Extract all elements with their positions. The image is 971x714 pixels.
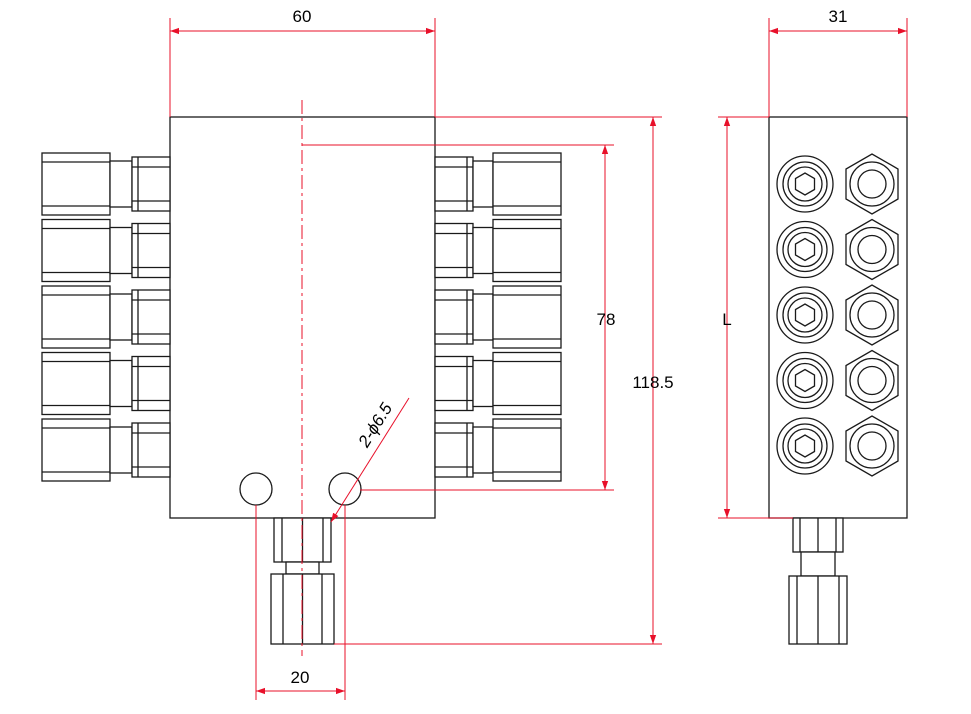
right-fitting-5	[434, 418, 562, 482]
side-port-row-2	[776, 218, 899, 281]
side-port-row-3	[776, 284, 899, 346]
dim-118-label: 118.5	[632, 373, 673, 392]
side-port-row-1	[776, 153, 899, 215]
right-fitting-3	[434, 285, 562, 349]
front-view	[41, 100, 562, 656]
side-port-row-4	[776, 349, 899, 412]
left-fitting-5	[41, 418, 171, 482]
left-fittings	[41, 152, 171, 482]
right-fittings	[434, 152, 562, 482]
hole-leader-line	[330, 397, 410, 523]
dim-78-label: 78	[597, 310, 616, 329]
left-fitting-2	[41, 218, 171, 283]
side-view	[768, 116, 908, 645]
left-fitting-1	[41, 152, 171, 216]
side-ports	[776, 153, 899, 477]
dim-20-label: 20	[291, 668, 310, 687]
right-fitting-1	[434, 152, 562, 216]
right-fitting-4	[434, 351, 562, 416]
dim-60-label: 60	[293, 7, 312, 26]
dimension-lines	[169, 18, 908, 700]
left-fitting-3	[41, 285, 171, 349]
right-fitting-2	[434, 218, 562, 283]
dim-L-label: L	[722, 310, 731, 329]
left-fitting-4	[41, 351, 171, 416]
side-bottom-inlet	[788, 517, 848, 645]
mount-hole-left	[239, 472, 273, 506]
side-port-row-5	[776, 415, 899, 477]
dim-31-label: 31	[829, 7, 848, 26]
